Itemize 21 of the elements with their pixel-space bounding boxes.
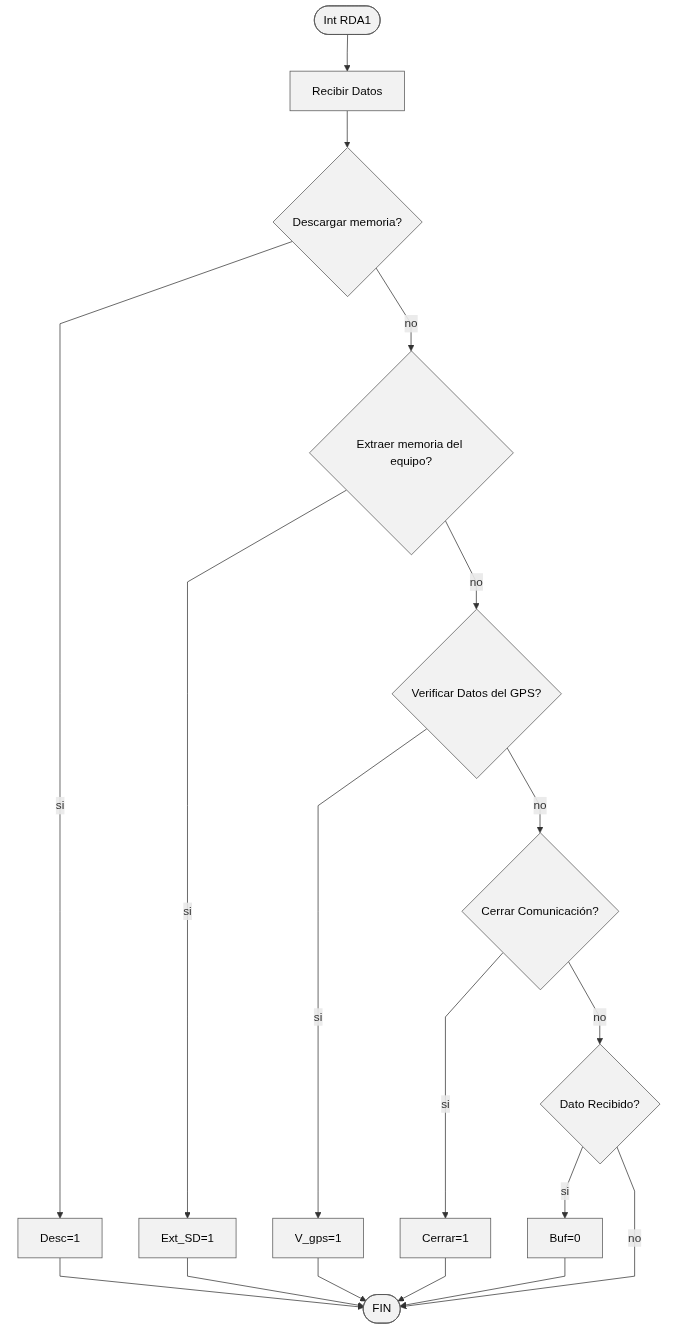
node-box: Recibir Datos [289, 70, 405, 112]
node-diamond: Cerrar Comunicación? [461, 832, 620, 991]
node-box: Ext_SD=1 [138, 1217, 237, 1259]
edge-label: no [593, 1010, 607, 1023]
edge-label: no [404, 317, 418, 330]
node-box: Desc=1 [17, 1217, 103, 1259]
edge-label: si [183, 904, 192, 918]
node-diamond: Dato Recibido? [539, 1043, 661, 1165]
edge-label: no [469, 575, 483, 588]
node-box: V_gps=1 [272, 1217, 364, 1259]
node-box: Buf=0 [527, 1217, 603, 1259]
edge-label: si [441, 1097, 450, 1110]
edge-label: si [560, 1184, 570, 1197]
edge-label: no [628, 1231, 642, 1244]
edge-label: si [313, 1010, 323, 1023]
node-diamond: Extraer memoria del equipo? [309, 350, 514, 556]
edge-label: si [55, 799, 65, 812]
node-box: Cerrar=1 [399, 1217, 492, 1259]
edge-label: no [533, 799, 547, 812]
node-diamond: Descargar memoria? [272, 147, 423, 297]
node-diamond: Verificar Datos del GPS? [391, 608, 562, 779]
